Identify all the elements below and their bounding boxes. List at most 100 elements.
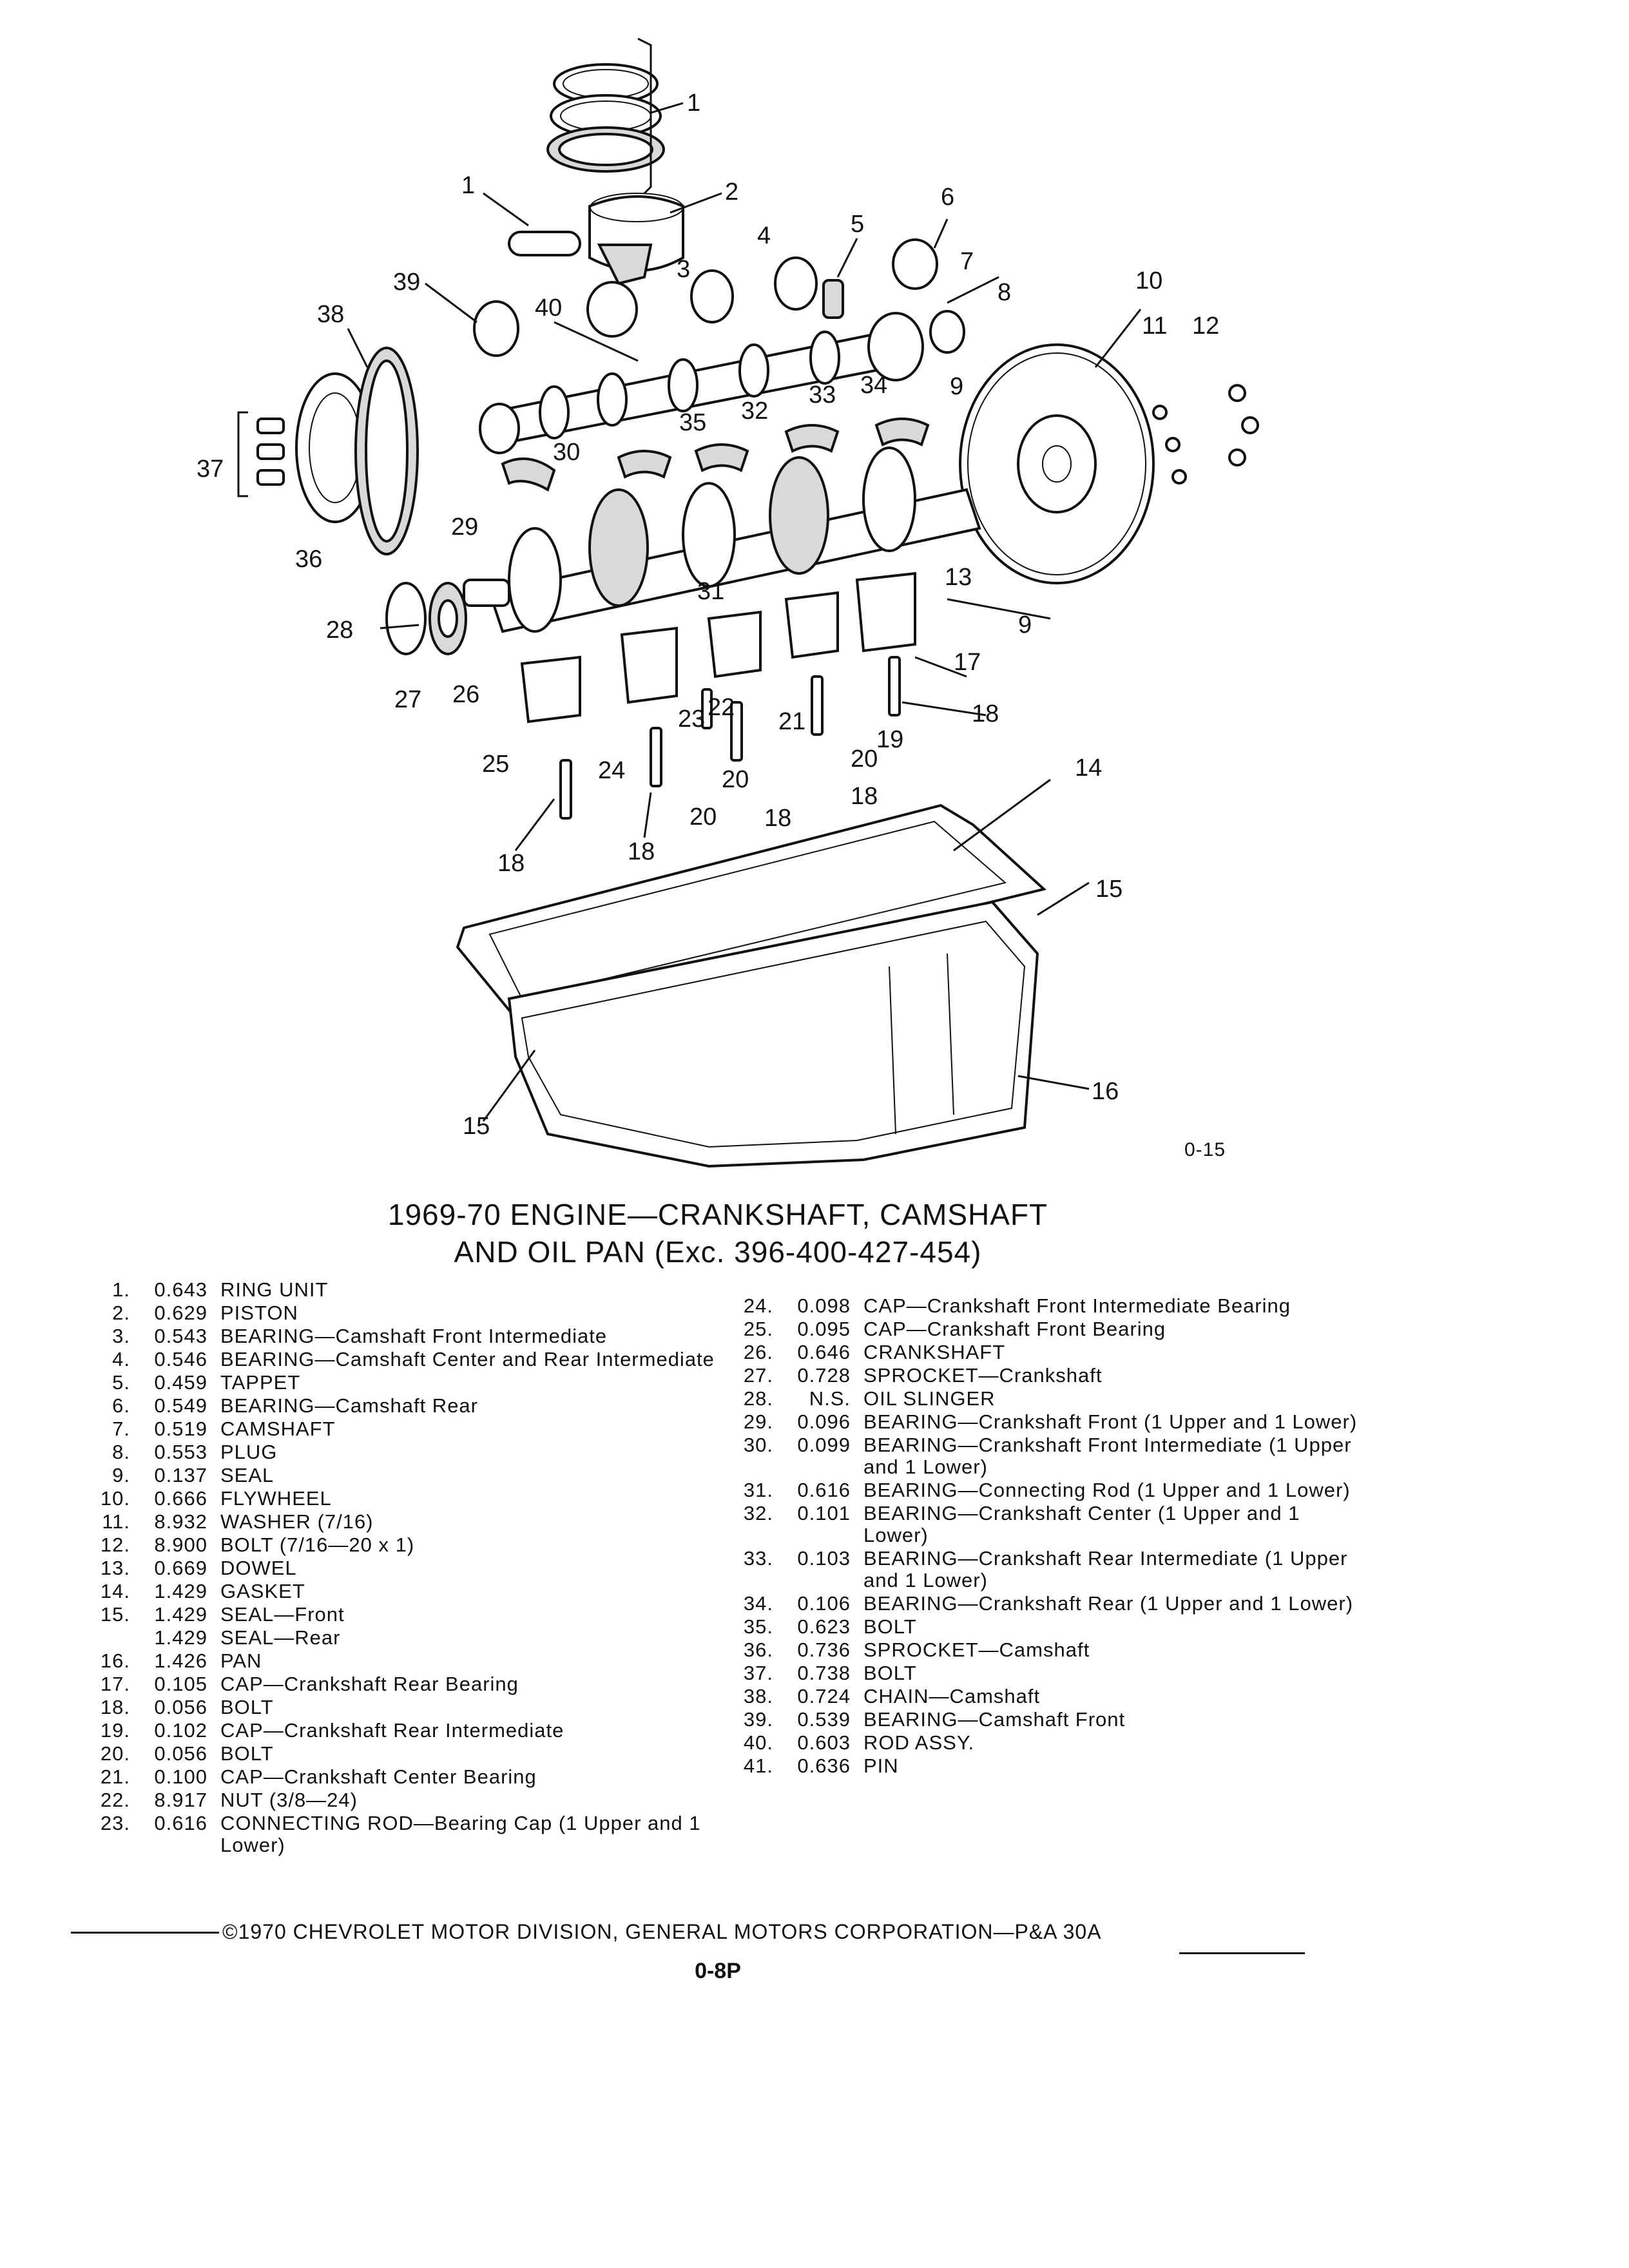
cap-bolts [559, 656, 901, 820]
parts-item-description: BEARING—Crankshaft Front Intermediate (1… [863, 1434, 1352, 1478]
callout-label: 31 [697, 578, 724, 605]
callout-label: 1 [461, 172, 475, 199]
parts-item-number: 10. [100, 1487, 130, 1510]
parts-item-number: 15. [100, 1603, 130, 1626]
parts-item-description: BEARING—Crankshaft Front (1 Upper and 1 … [863, 1410, 1358, 1433]
parts-item-description: BEARING—Camshaft Front Intermediate [220, 1325, 608, 1347]
parts-item-part-number: 0.543 [154, 1325, 207, 1347]
callout-label: 33 [809, 381, 836, 408]
parts-item-number: 8. [112, 1441, 130, 1463]
parts-item-description: DOWEL [220, 1557, 297, 1579]
callout-label: 19 [876, 726, 903, 753]
parts-item-part-number: 0.098 [797, 1294, 851, 1317]
parts-item-description: SEAL—Rear [220, 1626, 341, 1649]
piston-assembly [483, 192, 722, 285]
parts-item-number: 11. [102, 1510, 130, 1533]
parts-item-part-number: 0.056 [154, 1742, 207, 1765]
parts-item-description: GASKET [220, 1580, 305, 1602]
parts-item-part-number: 1.429 [154, 1603, 207, 1626]
parts-item-part-number: 0.096 [797, 1410, 851, 1433]
callout-label: 24 [598, 757, 625, 784]
parts-item-number: 27. [743, 1364, 773, 1387]
parts-item-part-number: 0.738 [797, 1662, 851, 1684]
callout-label: 2 [725, 178, 738, 206]
parts-item-part-number: 8.917 [154, 1789, 207, 1811]
parts-item-part-number: 0.100 [154, 1765, 207, 1788]
parts-item-description: CONNECTING ROD—Bearing Cap (1 Upper and … [220, 1812, 701, 1856]
parts-item-number: 30. [743, 1434, 773, 1456]
parts-item-part-number: 0.603 [797, 1731, 851, 1754]
page-title-line-2: AND OIL PAN (Exc. 396-400-427-454) [454, 1235, 982, 1269]
parts-item-number: 5. [112, 1371, 130, 1394]
parts-item-part-number: 0.102 [154, 1719, 207, 1742]
callout-label: 7 [960, 248, 974, 275]
parts-item-number: 34. [743, 1592, 773, 1615]
parts-item-part-number: 1.429 [154, 1626, 207, 1649]
parts-item-part-number: N.S. [809, 1387, 851, 1410]
parts-item-description: FLYWHEEL [220, 1487, 332, 1510]
parts-item-number: 24. [743, 1294, 773, 1317]
parts-item-description: PAN [220, 1649, 262, 1672]
parts-item-part-number: 0.459 [154, 1371, 207, 1394]
callout-label: 35 [679, 409, 706, 436]
parts-item-part-number: 0.643 [154, 1278, 207, 1301]
parts-item-part-number: 0.623 [797, 1615, 851, 1638]
parts-item-part-number: 0.101 [797, 1502, 851, 1524]
callout-label: 38 [317, 301, 344, 328]
callout-label: 27 [394, 686, 421, 713]
parts-item-description: BOLT (7/16—20 x 1) [220, 1533, 415, 1556]
parts-item-part-number: 0.539 [797, 1708, 851, 1731]
callout-label: 18 [628, 838, 655, 865]
callout-label: 9 [950, 373, 963, 400]
parts-item-part-number: 0.646 [797, 1341, 851, 1363]
parts-list-item: 24. 0.098 CAP—Crankshaft Front Intermediat… [714, 1295, 1358, 1317]
parts-list-item: 1.429 SEAL—Rear [71, 1627, 728, 1649]
callout-label: 17 [954, 649, 981, 676]
parts-item-part-number: 0.103 [797, 1547, 851, 1570]
parts-item-number: 2. [112, 1302, 130, 1324]
parts-item-part-number: 0.728 [797, 1364, 851, 1387]
parts-item-description: CAP—Crankshaft Front Intermediate Bearin… [863, 1294, 1291, 1317]
parts-item-part-number: 0.105 [154, 1673, 207, 1695]
parts-item-number: 1. [112, 1278, 130, 1301]
callout-label: 15 [1095, 876, 1123, 903]
callout-label: 29 [451, 514, 478, 541]
parts-item-description: PISTON [220, 1302, 298, 1324]
footer-rule-right [1179, 1952, 1305, 1954]
parts-item-description: CHAIN—Camshaft [863, 1685, 1041, 1707]
callout-label: 12 [1192, 312, 1219, 340]
parts-item-part-number: 0.669 [154, 1557, 207, 1579]
callout-label: 28 [326, 617, 353, 644]
parts-item-number: 4. [112, 1348, 130, 1370]
callout-label: 16 [1092, 1078, 1119, 1105]
parts-item-description: CAP—Crankshaft Rear Bearing [220, 1673, 519, 1695]
callout-label: 25 [482, 751, 509, 778]
parts-item-description: PLUG [220, 1441, 278, 1463]
timing-set [237, 347, 419, 555]
callout-label: 1 [687, 90, 700, 117]
callout-label: 20 [722, 766, 749, 793]
callout-label: 39 [393, 269, 420, 296]
parts-item-number: 20. [100, 1742, 130, 1765]
bearing-caps [501, 418, 930, 724]
parts-item-part-number: 1.426 [154, 1649, 207, 1672]
